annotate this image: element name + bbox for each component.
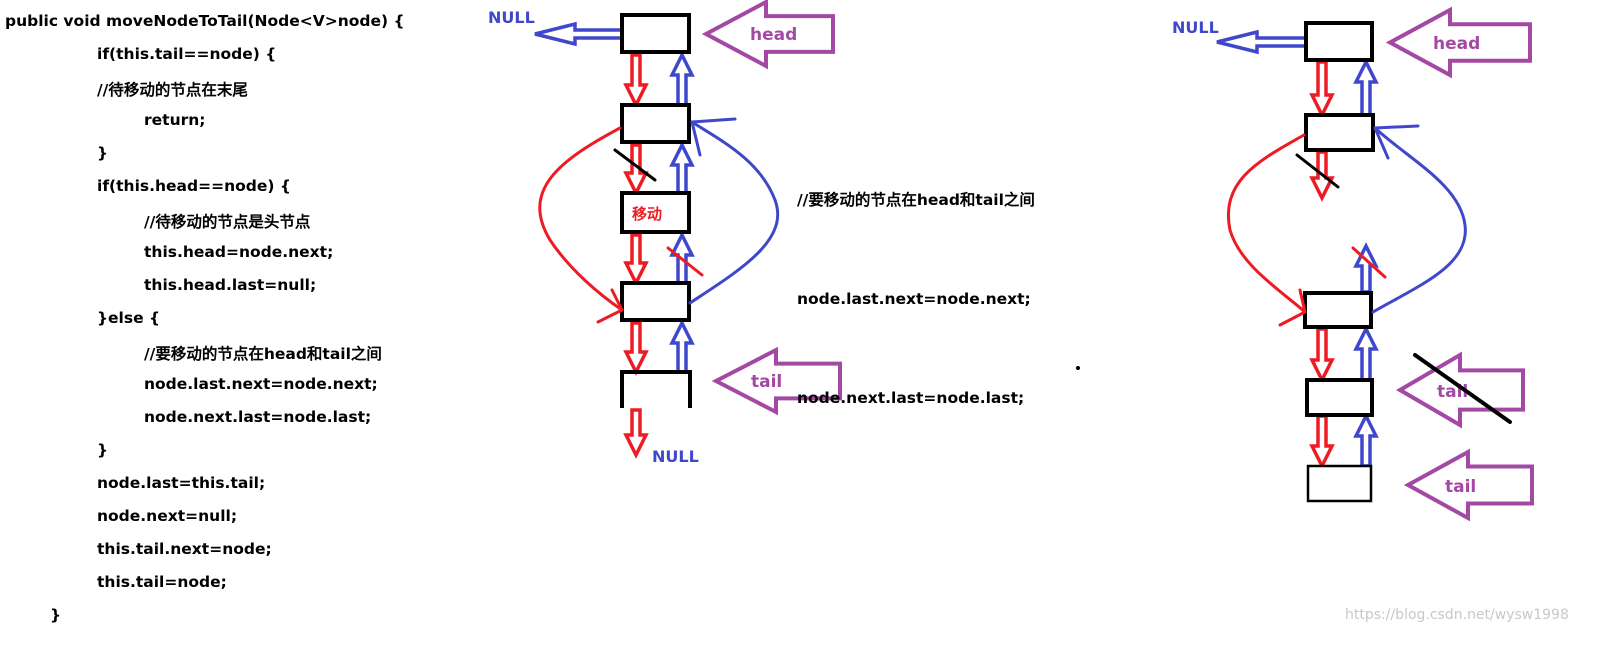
prev-arrow [669, 141, 695, 195]
code-line: return; [144, 111, 206, 129]
code-line: } [50, 606, 62, 624]
head-pointer-arrow [701, 0, 835, 70]
code-line: node.last.next=node.next; [144, 375, 378, 393]
strike-old-tail [1413, 353, 1512, 424]
relink-next-curve [538, 126, 624, 312]
next-arrow [1309, 414, 1335, 470]
node-tail [620, 370, 692, 408]
node-4 [620, 281, 691, 322]
prev-arrow [1353, 325, 1379, 382]
head-pointer-arrow-2 [1385, 6, 1532, 79]
code-line: this.head=node.next; [144, 243, 334, 261]
tail-pointer-arrow [711, 346, 842, 416]
next-arrow [623, 53, 649, 109]
relink-prev-curve-2 [1371, 126, 1467, 314]
strike-next-link-2 [1295, 153, 1340, 189]
code-line: if(this.tail==node) { [97, 45, 277, 63]
next-arrow [623, 233, 649, 287]
tail-label-1: tail [751, 372, 782, 392]
relink-prev-curve [688, 120, 780, 305]
code-line: //待移动的节点是头节点 [144, 213, 311, 231]
node-moved-tail [1306, 464, 1373, 503]
old-tail-label: tail [1437, 382, 1468, 402]
prev-arrow [1353, 58, 1379, 117]
null-label-top-1: NULL [488, 8, 535, 27]
code-line: node.last=this.tail; [97, 474, 266, 492]
code-line: //待移动的节点在末尾 [97, 81, 248, 99]
strike-prev-link [666, 246, 704, 277]
new-tail-label: tail [1445, 477, 1476, 497]
new-tail-pointer-arrow [1403, 448, 1534, 522]
code-line: public void moveNodeToTail(Node<V>node) … [5, 12, 405, 30]
head-label-1: head [750, 25, 797, 45]
node-old-tail [1305, 378, 1374, 417]
relink-prev-arrowhead-2 [1373, 124, 1420, 160]
code-line: } [97, 441, 109, 459]
annotation-line: //要移动的节点在head和tail之间 [797, 191, 1035, 209]
annotation-text: //要移动的节点在head和tail之间 node.last.next=node… [797, 118, 1035, 448]
code-line: //要移动的节点在head和tail之间 [144, 345, 382, 363]
next-arrow [1309, 60, 1335, 119]
node-2 [620, 103, 691, 144]
relink-next-curve-2 [1227, 133, 1307, 314]
prev-arrow [1353, 242, 1379, 294]
code-line: this.head.last=null; [144, 276, 317, 294]
node-head-2 [1304, 21, 1374, 62]
prev-arrow [1353, 412, 1379, 468]
node-moving [620, 191, 691, 234]
code-line: this.tail.next=node; [97, 540, 272, 558]
strike-next-link [613, 148, 657, 182]
code-line: if(this.head==node) { [97, 177, 291, 195]
stray-dot [1076, 366, 1080, 370]
next-arrow [1309, 327, 1335, 384]
node-head [620, 13, 691, 54]
annotation-line: node.next.last=node.last; [797, 389, 1025, 407]
watermark: https://blog.csdn.net/wysw1998 [1345, 607, 1569, 623]
prev-null-arrow-2 [1216, 29, 1308, 55]
null-label-top-2: NULL [1172, 18, 1219, 37]
next-arrow [623, 321, 649, 376]
prev-arrow [669, 51, 695, 107]
next-null-arrow [623, 408, 649, 459]
prev-arrow [669, 319, 695, 374]
relink-next-arrowhead-2 [1278, 288, 1307, 327]
node-2b [1304, 113, 1375, 152]
node-4b [1303, 291, 1373, 329]
strike-prev-link-2 [1351, 246, 1387, 279]
annotation-line: node.last.next=node.next; [797, 290, 1031, 308]
head-label-2: head [1433, 34, 1480, 54]
code-line: this.tail=node; [97, 573, 227, 591]
moving-node-label: 移动 [632, 205, 662, 223]
code-line: }else { [97, 309, 161, 327]
code-line: node.next=null; [97, 507, 238, 525]
relink-prev-arrowhead [690, 117, 737, 157]
prev-null-arrow [534, 21, 624, 47]
relink-next-arrowhead [596, 288, 624, 324]
code-line: node.next.last=node.last; [144, 408, 372, 426]
null-label-bottom-1: NULL [652, 447, 699, 466]
next-arrow [623, 143, 649, 197]
code-line: } [97, 144, 109, 162]
